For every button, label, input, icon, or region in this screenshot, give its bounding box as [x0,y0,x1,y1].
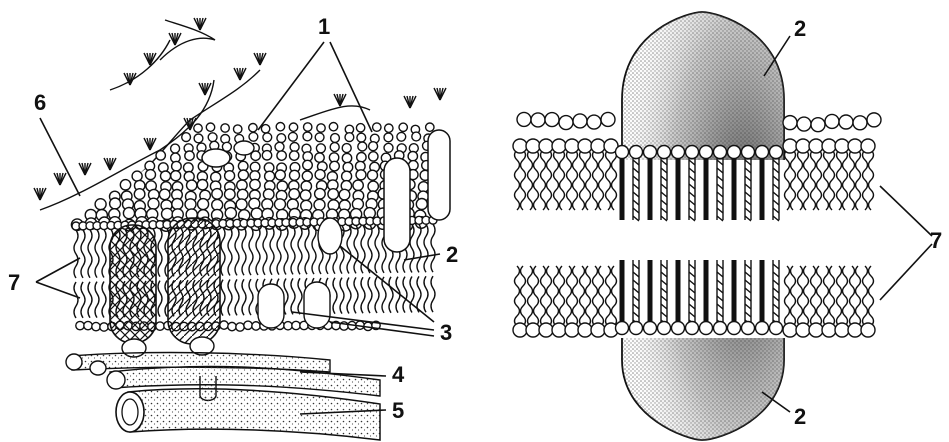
label-4-microfilament: 4 [392,362,405,387]
label-2-integral-protein-left: 2 [446,242,458,267]
integral-protein-diagonal [168,218,220,344]
integral-protein-crosshatch [110,225,156,343]
label-2-protein-bottom: 2 [794,404,806,429]
label-6-glycocalyx: 6 [34,90,46,115]
label-2-protein-top: 2 [794,16,806,41]
label-7-lipid-bilayer-right: 7 [930,228,942,253]
label-7-lipid-bilayer-left: 7 [8,270,20,295]
label-1-glycoprotein: 1 [318,14,330,39]
label-3-peripheral-protein: 3 [440,320,452,345]
right-membrane-panel: 2 2 7 [513,12,942,440]
label-5-microtubule: 5 [392,398,404,423]
microtubule [116,389,380,440]
transmembrane-protein [612,12,796,440]
left-membrane-panel: 1 6 7 2 3 4 5 [8,14,458,440]
